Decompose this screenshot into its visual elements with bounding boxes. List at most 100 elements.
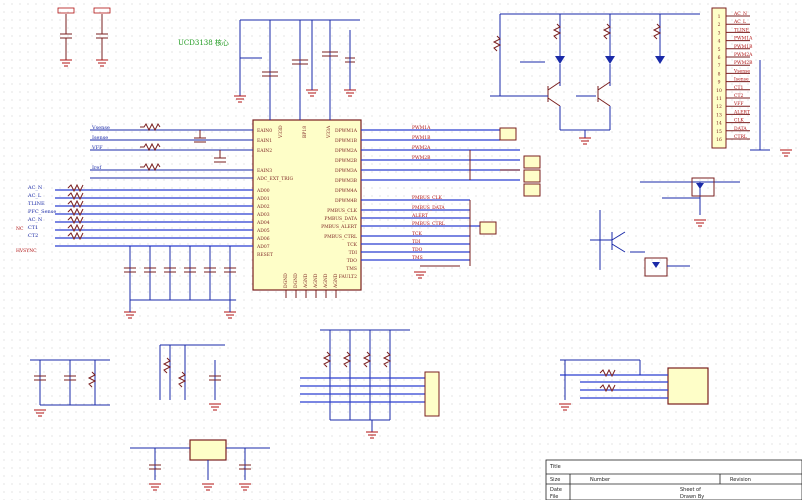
connector-net-label: CLK [734,118,744,124]
main-ic-pin-label: EAIN0 [257,128,272,134]
hv-net-label: HVSYNC [16,248,37,254]
connector-pin-number: 2 [718,22,721,28]
main-ic-pin-label: DPWM3A [335,168,358,174]
main-ic-pin-label: DPWM2B [335,158,358,164]
left-net-label: TLINE [28,201,45,207]
main-ic-pin-label: AD03 [256,212,270,218]
title-block-revision: Revision [730,477,751,483]
main-ic-pin-label: PMBUS_DATA [324,216,357,222]
title-block-number: Number [590,477,611,483]
left-net-label: Isense [92,135,108,141]
main-ic-top-pins: V33D BP18 V33A [278,125,332,139]
main-ic-pin-label: ADC_EXT_TRIG [256,176,293,182]
main-ic-pin-label: EAIN2 [257,148,272,154]
title-block-file: File [550,494,558,500]
main-ic-pin-label: FAULT2 [339,274,357,280]
nc-marker: NC [16,226,24,232]
left-net-label: AC_L [27,193,42,199]
main-ic-pin-label: DPWM1B [335,138,358,144]
connector-pin-number: 12 [716,104,722,110]
main-ic-pin-label: TMS [346,266,357,272]
connector-pin-number: 3 [718,30,721,36]
led-driver-circuit [490,13,700,145]
main-ic-pin-label: AD05 [256,228,270,234]
main-ic-pin-label: PMBUS_ALERT [321,224,357,230]
left-net-label: AC_N [27,217,43,223]
right-net-label: TDO [412,247,423,253]
connector-net-label: CT2 [734,93,743,99]
connector-pin-number: 8 [718,71,721,77]
ic-supply-decoupling [234,19,360,120]
connector-net-label: TLINE [734,27,749,33]
pmbus-connector-block [300,329,440,439]
connector-pin-number: 9 [718,80,721,86]
main-ic-pin-label: DPWM3B [335,178,358,184]
right-net-label: PWM2A [412,145,431,151]
right-net-label: TMS [412,255,423,261]
main-ic-pin-label: V33A [326,125,332,139]
connector-net-label: PWM1A [734,36,753,42]
main-ic-pin-label: AD02 [256,204,270,210]
connector-net-label: Isense [734,77,749,83]
connector-pin-number: 7 [718,63,721,69]
main-ic-pin-label: PMBUS_CTRL [324,234,357,240]
main-ic-pin-label: DPWM1A [335,128,358,134]
left-net-label: Iref [92,165,102,171]
main-ic-pin-label: DPWM4B [335,198,358,204]
main-ic-body [252,119,362,291]
connector-net-label: AC_N [733,11,747,17]
right-net-label: PMBUS_CLK [412,195,442,201]
main-ic-right-pins: DPWM1A DPWM1B DPWM2A DPWM2B DPWM3A DPWM3B DPWM… [321,128,358,280]
main-ic-left-pins: EAIN0EAIN1EAIN2EAIN3ADC_EXT_TRIGAD00AD01… [256,128,293,258]
left-net-label: AC_N [27,185,43,191]
right-net-label: PWM1A [412,125,431,131]
bottom-left-circuit [30,344,225,417]
connector-net-label: ALERT [733,109,750,115]
connector-ground [780,149,792,157]
title-block-size: Size [550,477,560,483]
connector-pin-number: 13 [716,112,722,118]
main-ic-pin-label: AD01 [256,196,270,202]
ldo-regulator [130,439,270,491]
right-net-label: TDI [412,239,421,245]
left-net-label: PFC_Sense [28,209,56,215]
title-block-sheet: Sheet of [680,487,701,493]
main-ic-pin-label: AD07 [256,244,270,250]
connector-pin-number: 14 [716,121,722,127]
main-ic-pin-label: TDI [349,250,358,256]
highlight-label: UCD3138 核心 [178,38,229,47]
connector-pin-number: 4 [718,39,721,45]
main-ic-pin-label: BP18 [302,126,308,138]
left-net-labels: VsenseIsenseVFFIrefAC_NAC_LTLINEPFC_Sens… [27,125,110,239]
connector-pin-number: 5 [718,47,721,53]
main-ic-pin-label: TDO [347,258,358,264]
main-ic-pin-label: AGND [323,273,329,289]
connector-net-label: AC_L [733,19,746,25]
main-ic-pin-label: AD04 [256,220,270,226]
main-ic-pin-label: AGND [333,273,339,289]
main-ic-pin-label: DPWM2A [335,148,358,154]
title-block-date: Date [550,487,562,493]
connector-net-label: PWM2A [734,52,753,58]
header-connector [711,7,727,149]
main-ic-pin-label: DPWM4A [335,188,358,194]
connector-pin-number: 15 [716,129,722,135]
main-ic-pin-label: DGND [293,273,299,288]
main-ic-pin-label: TCK [347,242,357,248]
right-net-label: PMBUS_DATA [412,205,445,211]
left-net-label: CT2 [28,233,38,239]
main-ic-pin-label: EAIN3 [257,168,272,174]
main-ic-pin-label: AGND [313,273,319,289]
left-net-label: CT1 [28,225,38,231]
main-ic-pin-label: V33D [278,125,284,139]
connector-pin-number: 11 [716,96,722,102]
connector-net-label: PWM1B [734,44,753,50]
right-net-label: PWM2B [412,155,431,161]
right-net-label: TCK [412,231,422,237]
adc-bus [55,183,253,319]
left-net-label: VFF [91,145,103,151]
right-net-label: PWM1B [412,135,431,141]
connector-net-label: PWM2B [734,60,753,66]
